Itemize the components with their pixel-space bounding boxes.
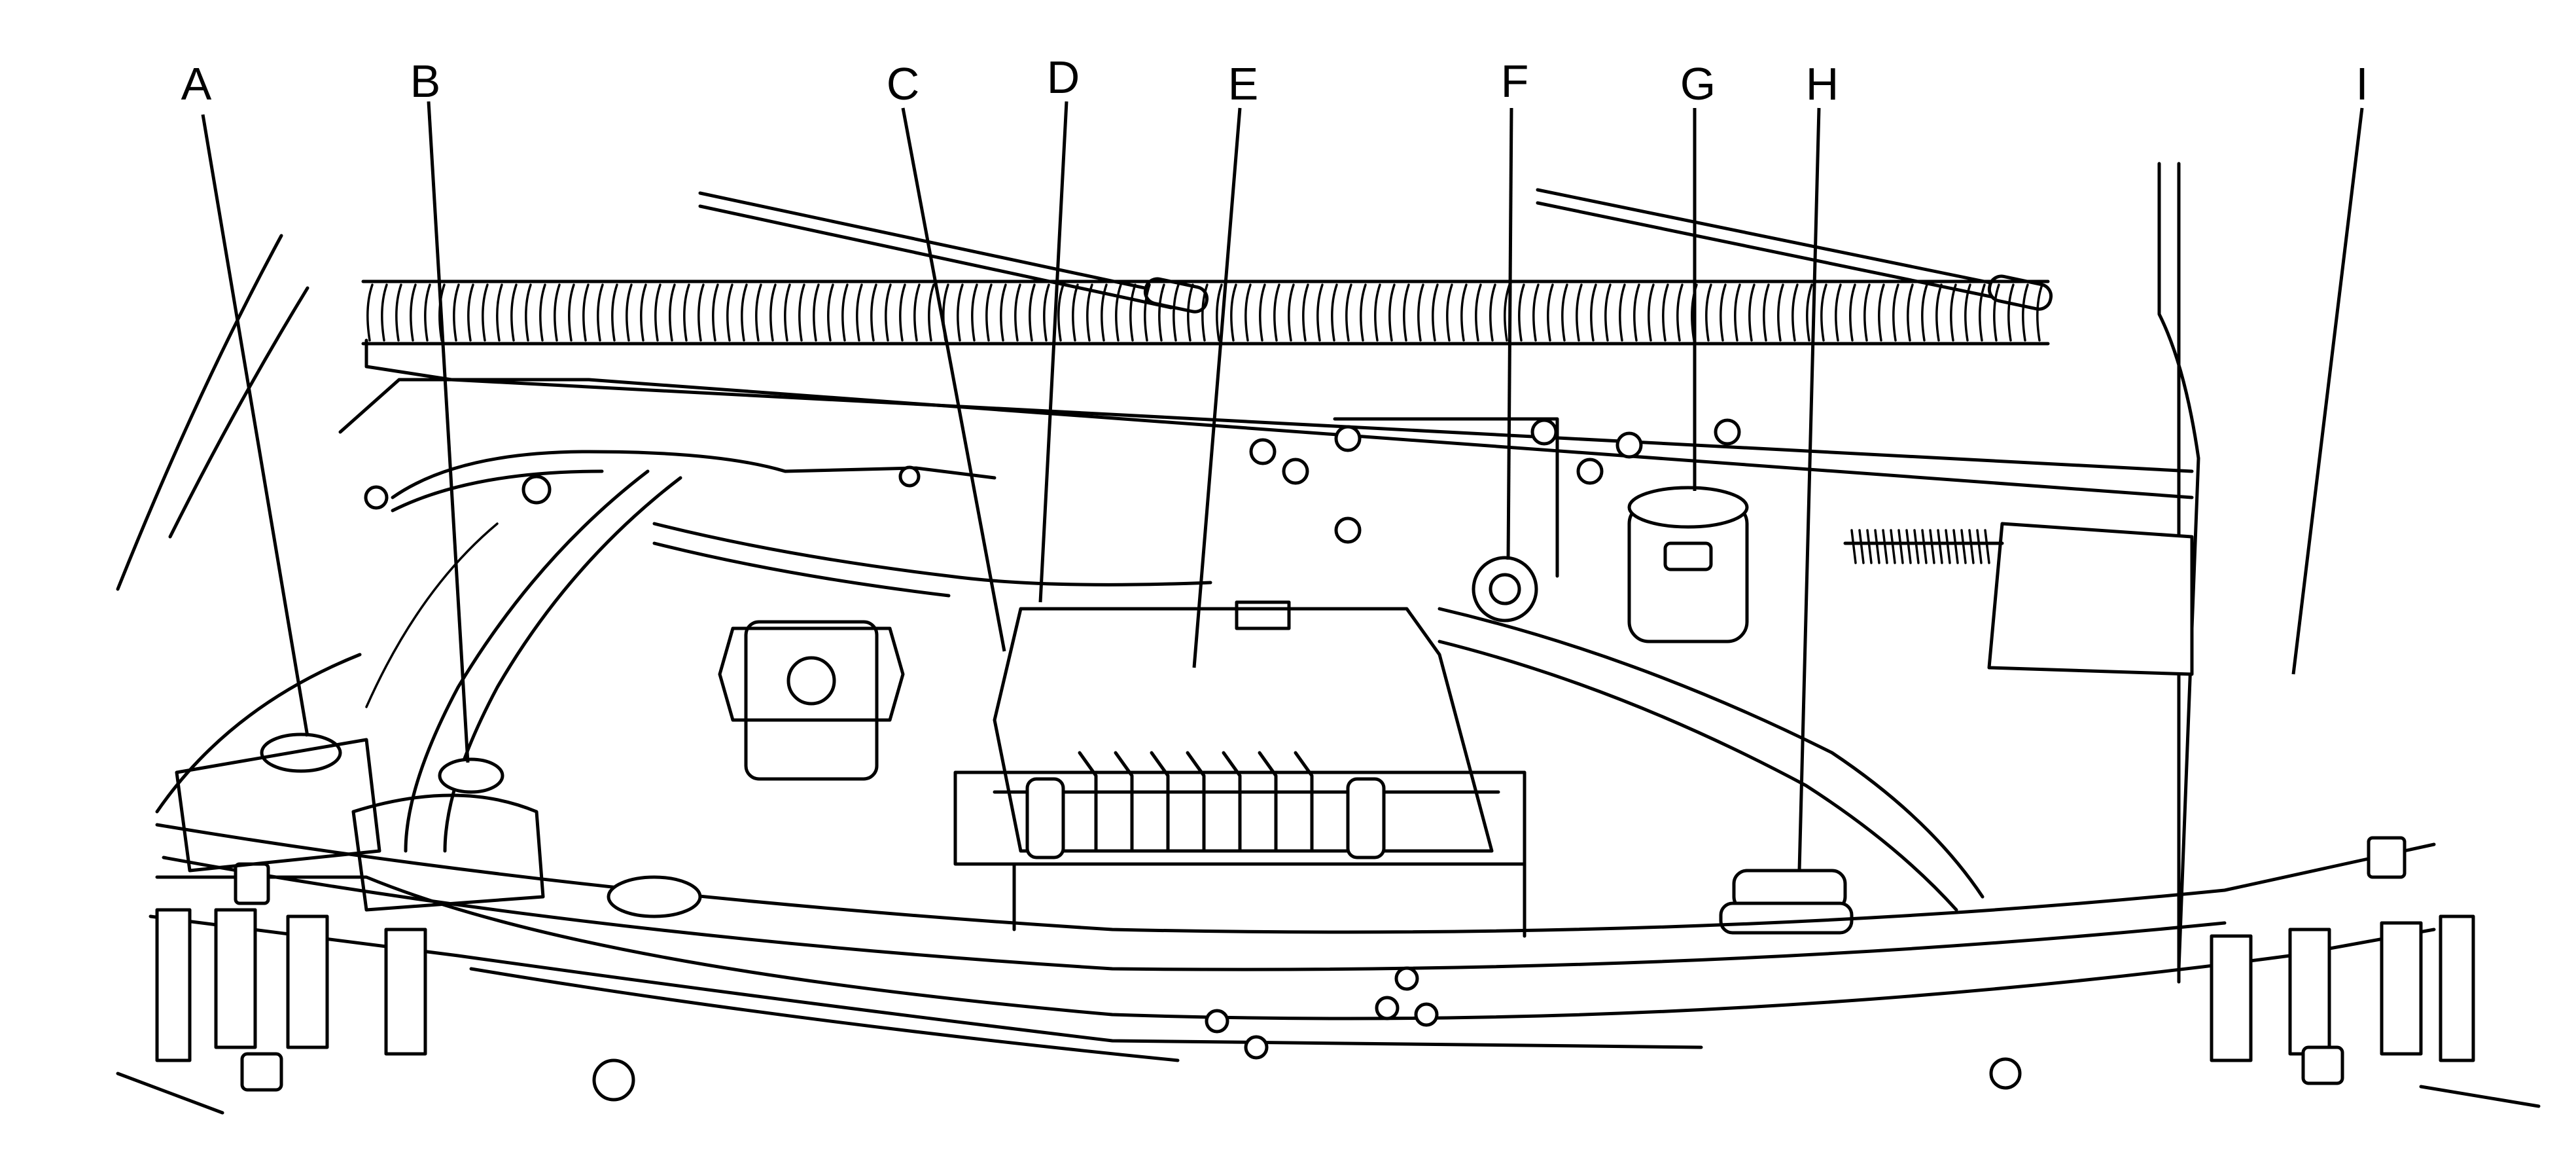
leader-line-i [2291, 107, 2364, 675]
callout-label-h: H [1806, 58, 1839, 109]
callout-label-c: C [887, 58, 920, 109]
leader-line-b [427, 101, 470, 763]
leader-line-a [201, 114, 309, 737]
leader-line-d [1038, 101, 1068, 603]
leader-line-h [1797, 107, 1821, 871]
right-coil-spring [1850, 529, 1990, 564]
leader-line-e [1192, 107, 1242, 668]
engine-line-art [116, 162, 2541, 1115]
callout-labels: A B C D E F G H I [181, 52, 2369, 109]
callout-label-e: E [1228, 58, 1259, 109]
callout-label-f: F [1501, 56, 1529, 107]
air-cleaner-ribs [1078, 751, 1314, 853]
cowl-grille [366, 283, 2043, 342]
callout-label-b: B [410, 56, 441, 107]
leader-line-f [1506, 107, 1513, 560]
leader-lines [201, 101, 2364, 871]
callout-label-i: I [2355, 58, 2368, 109]
callout-label-a: A [181, 58, 212, 109]
leader-line-c [901, 107, 1006, 652]
callout-label-d: D [1047, 52, 1080, 103]
callout-label-g: G [1680, 58, 1716, 109]
